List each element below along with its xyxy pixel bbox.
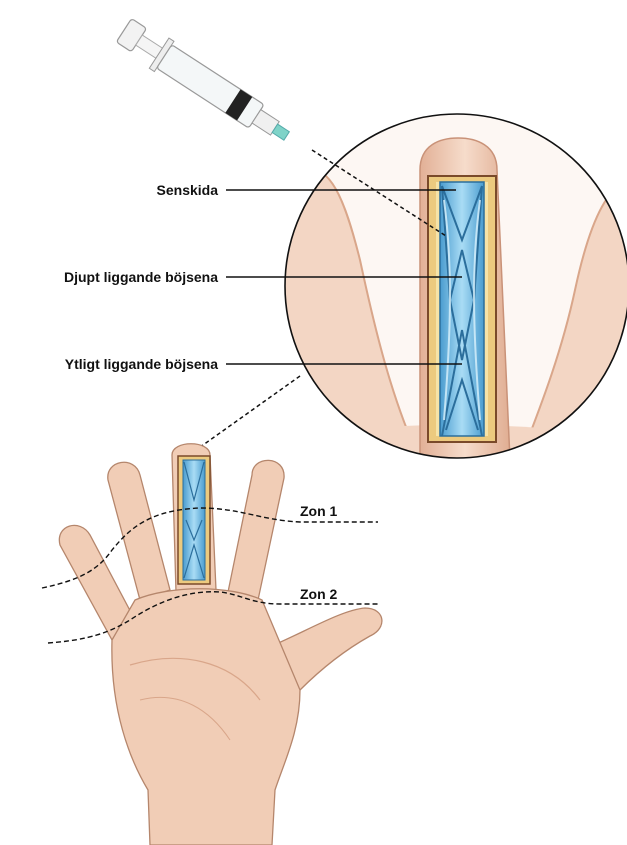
zone1-label: Zon 1 xyxy=(300,503,338,519)
magnified-view xyxy=(280,114,627,470)
syringe-illustration xyxy=(114,15,296,151)
deep-flexor-label: Djupt liggande böjsena xyxy=(64,269,218,285)
superficial-flexor-label: Ytligt liggande böjsena xyxy=(65,356,218,372)
zone2-label: Zon 2 xyxy=(300,586,338,602)
zoom-connector-line xyxy=(196,376,300,450)
tendon-sheath-label: Senskida xyxy=(157,182,219,198)
